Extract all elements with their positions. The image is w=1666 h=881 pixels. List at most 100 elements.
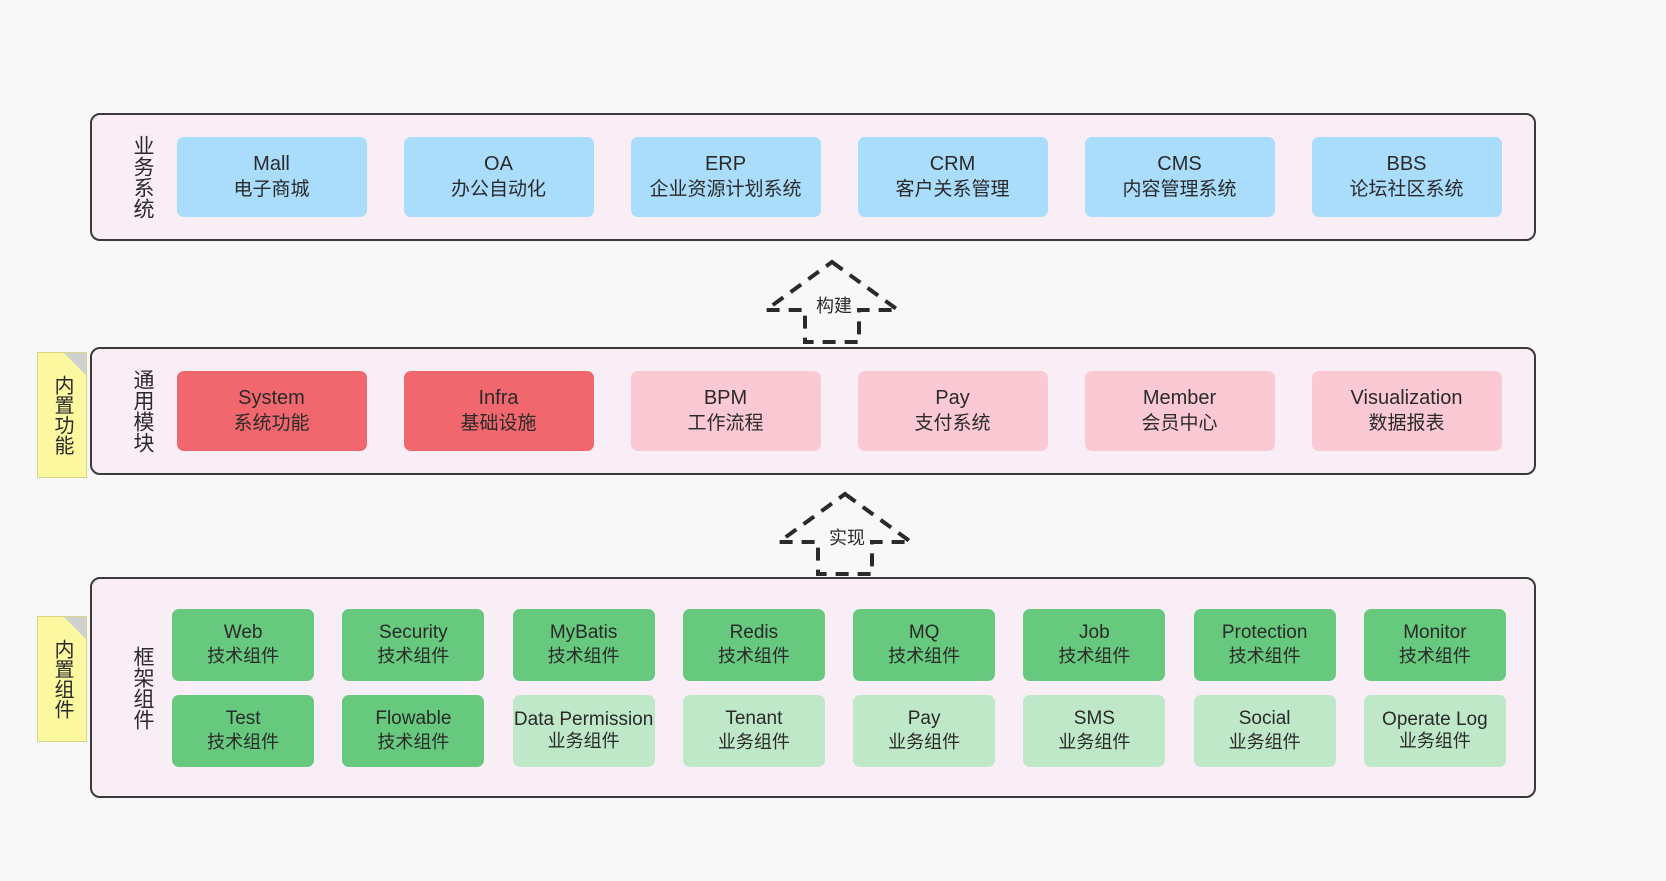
box-desc: 内容管理系统 <box>1122 178 1237 200</box>
box-name: Redis <box>729 622 779 644</box>
box-desc: 技术组件 <box>377 732 450 753</box>
arrow-build: 构建 <box>752 256 912 346</box>
box-desc: 企业资源计划系统 <box>649 178 802 200</box>
box-name: Pay <box>907 708 941 730</box>
box-desc: 工作流程 <box>687 412 764 434</box>
arrow-build-shape <box>759 259 905 344</box>
box-name: MyBatis <box>549 622 618 644</box>
box-desc: 业务组件 <box>888 732 961 753</box>
box-name: OA <box>484 153 513 176</box>
box-name: CMS <box>1157 153 1202 176</box>
box-desc: 技术组件 <box>207 732 280 753</box>
box-name: ERP <box>704 153 747 176</box>
side-tab-builtin-component-label: 内置组件 <box>51 639 73 719</box>
box-desc: 数据报表 <box>1368 412 1445 434</box>
box-name: Infra <box>478 387 519 410</box>
box-name: Mall <box>253 153 290 176</box>
box-name: Data Permission <box>513 708 654 730</box>
box-name: Social <box>1238 708 1291 730</box>
box-name: Job <box>1079 622 1110 644</box>
box-desc: 基础设施 <box>460 412 537 434</box>
box-name: BBS <box>1386 153 1427 176</box>
box-desc: 技术组件 <box>207 646 280 667</box>
box-desc: 会员中心 <box>1141 412 1218 434</box>
box-desc: 办公自动化 <box>450 178 546 200</box>
side-tab-builtin-function-label: 内置功能 <box>51 375 73 455</box>
box-name: MQ <box>908 622 940 644</box>
box-desc: 支付系统 <box>914 412 991 434</box>
box-desc: 业务组件 <box>717 732 790 753</box>
box-name: CRM <box>929 153 976 176</box>
layer-modules-title: 通用模块 <box>131 369 154 453</box>
box-name: Operate Log <box>1382 708 1488 730</box>
box-desc: 电子商城 <box>233 178 310 200</box>
box-name: Protection <box>1221 622 1308 644</box>
box-desc: 业务组件 <box>1398 730 1471 751</box>
box-name: Visualization <box>1350 387 1463 410</box>
box-name: Security <box>379 622 448 644</box>
box-name: Flowable <box>375 708 452 730</box>
box-desc: 技术组件 <box>1228 646 1301 667</box>
box-desc: 技术组件 <box>1058 646 1131 667</box>
layer-framework-title: 框架组件 <box>131 645 154 730</box>
box-desc: 技术组件 <box>717 646 790 667</box>
arrow-realize-label: 实现 <box>827 524 867 550</box>
box-desc: 业务组件 <box>1228 732 1301 753</box>
